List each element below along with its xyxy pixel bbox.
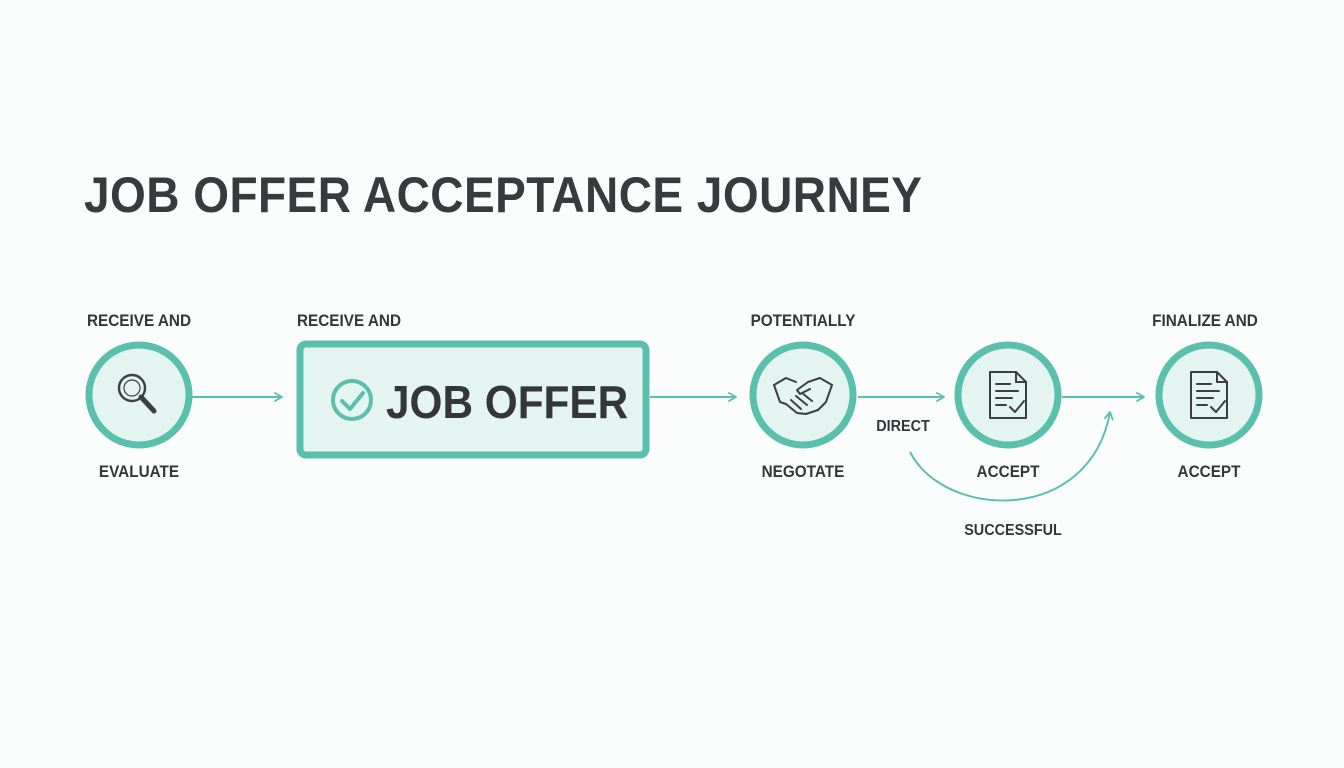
finalize-bottom-label: ACCEPT xyxy=(1177,462,1241,481)
successful-edge-label: SUCCESSFUL xyxy=(964,522,1062,539)
negotiate-bottom-label: NEGOTATE xyxy=(761,462,845,481)
accept-node xyxy=(954,341,1062,449)
job-offer-box xyxy=(296,340,650,459)
handshake-icon xyxy=(773,377,833,415)
magnifier-icon xyxy=(117,373,157,414)
evaluate-bottom-label: EVALUATE xyxy=(98,462,180,481)
evaluate-node xyxy=(85,341,193,449)
document-check-icon xyxy=(989,371,1027,419)
offer-top-label: RECEIVE AND xyxy=(296,311,402,330)
direct-edge-label: DIRECT xyxy=(876,418,930,435)
evaluate-top-label: RECEIVE AND xyxy=(86,311,192,330)
document-check-icon xyxy=(1190,371,1228,419)
finalize-accept-node xyxy=(1155,341,1263,449)
negotiate-node xyxy=(749,341,857,449)
check-circle-icon xyxy=(331,379,373,421)
accept-bottom-label: ACCEPT xyxy=(976,462,1040,481)
page-title: JOB OFFER ACCEPTANCE JOURNEY xyxy=(84,167,923,223)
job-offer-text: JOB OFFER xyxy=(386,376,629,428)
successful-curve-arrow xyxy=(909,411,1114,502)
negotiate-top-label: POTENTIALLY xyxy=(750,311,856,330)
finalize-top-label: FINALIZE AND xyxy=(1152,311,1258,330)
